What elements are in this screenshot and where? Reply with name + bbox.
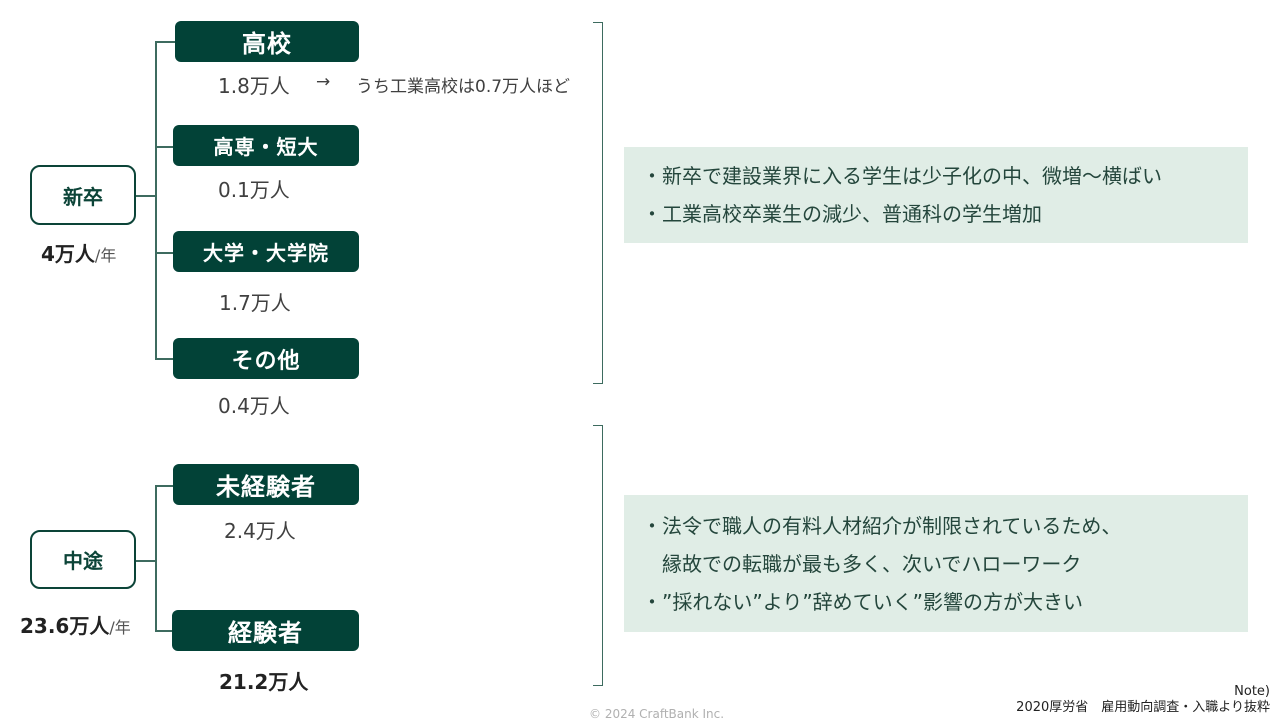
value-university: 1.7万人: [219, 291, 291, 315]
mid-career-root-box: 中途: [30, 530, 136, 589]
mid-career-note-box: ・法令で職人の有料人材紹介が制限されているため、 縁故での転職が最も多く、次いで…: [624, 495, 1248, 632]
connector-high-school: [155, 41, 175, 43]
mid-career-spine: [155, 485, 157, 631]
node-experienced-label: 経験者: [228, 619, 303, 647]
new-grad-total-unit: /年: [94, 246, 117, 265]
node-other: その他: [173, 338, 359, 379]
new-grad-root-box: 新卒: [30, 165, 136, 225]
mid-career-note-3: ・”採れない”より”辞めていく”影響の方が大きい: [642, 590, 1084, 614]
new-grad-note-1: ・新卒で建設業界に入る学生は少子化の中、微増〜横ばい: [642, 164, 1162, 188]
new-grad-total-value: 4万人: [41, 242, 95, 266]
value-inexperienced: 2.4万人: [224, 519, 296, 543]
value-college: 0.1万人: [218, 178, 290, 202]
new-grad-note-2: ・工業高校卒業生の減少、普通科の学生増加: [642, 202, 1042, 226]
new-grad-spine: [155, 41, 157, 359]
value-other: 0.4万人: [218, 394, 290, 418]
new-grad-stem: [136, 195, 156, 197]
mid-career-note-2: 縁故での転職が最も多く、次いでハローワーク: [642, 552, 1082, 576]
new-grad-bracket: [593, 22, 603, 384]
node-university-label: 大学・大学院: [203, 241, 329, 265]
source-note-label: Note): [1234, 684, 1270, 699]
node-college: 高専・短大: [173, 125, 359, 166]
mid-career-label: 中途: [63, 549, 103, 573]
high-school-note: うち工業高校は0.7万人ほど: [356, 77, 571, 97]
mid-career-total-unit: /年: [109, 618, 131, 637]
source-note-text: 2020厚労省 雇用動向調査・入職より抜粋: [1016, 700, 1270, 715]
mid-career-total: 23.6万人/年: [20, 610, 131, 639]
node-high-school: 高校: [175, 21, 359, 62]
value-high-school: 1.8万人: [218, 74, 290, 98]
value-experienced: 21.2万人: [219, 670, 309, 694]
new-grad-total: 4万人/年: [41, 238, 116, 267]
connector-other: [155, 358, 173, 360]
mid-career-total-value: 23.6万人: [20, 614, 110, 638]
mid-career-bracket: [593, 425, 603, 686]
connector-university: [155, 252, 173, 254]
node-other-label: その他: [231, 348, 301, 374]
connector-inexperienced: [155, 485, 173, 487]
node-high-school-label: 高校: [242, 30, 292, 58]
source-note: Note) 2020厚労省 雇用動向調査・入職より抜粋: [1016, 684, 1270, 716]
node-experienced: 経験者: [172, 610, 359, 651]
connector-experienced: [155, 630, 173, 632]
mid-career-note-1: ・法令で職人の有料人材紹介が制限されているため、: [642, 514, 1122, 538]
node-inexperienced: 未経験者: [173, 464, 359, 505]
high-school-arrow: →: [316, 72, 331, 92]
mid-career-stem: [136, 560, 156, 562]
node-university: 大学・大学院: [173, 231, 359, 272]
connector-college: [155, 146, 173, 148]
node-inexperienced-label: 未経験者: [216, 473, 316, 501]
new-grad-label: 新卒: [63, 184, 103, 209]
new-grad-note-box: ・新卒で建設業界に入る学生は少子化の中、微増〜横ばい ・工業高校卒業生の減少、普…: [624, 147, 1248, 243]
copyright: © 2024 CraftBank Inc.: [589, 707, 725, 721]
node-college-label: 高専・短大: [213, 135, 319, 159]
